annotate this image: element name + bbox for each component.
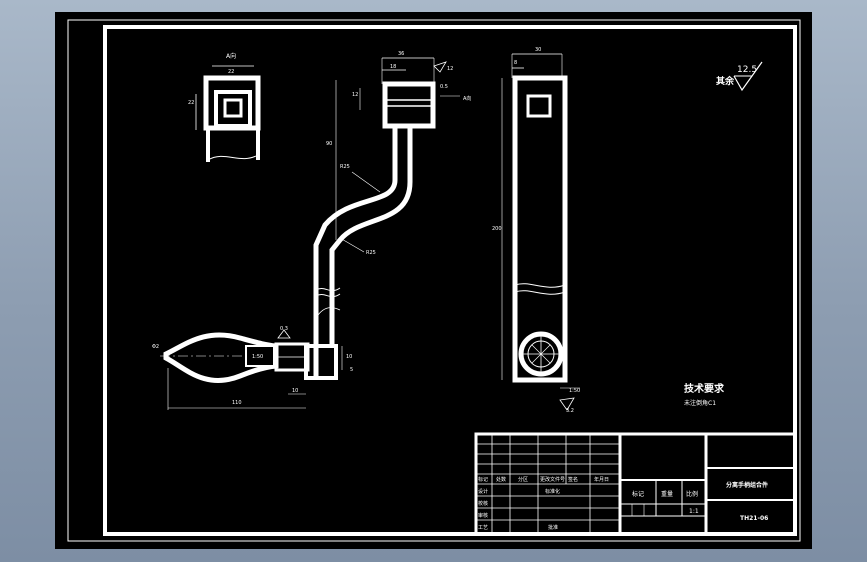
view-side: 30 8 200 1:50 3.2	[492, 47, 580, 414]
front-top-inner: 18	[390, 64, 396, 70]
tb-header-change: 更改文件号	[540, 476, 565, 483]
tb-row-process: 工艺	[478, 525, 488, 531]
roughness-note: 其余 12.5	[716, 61, 763, 92]
front-small-dim: 5	[350, 367, 353, 373]
technical-requirements: 技术要求 未注倒角C1	[684, 382, 725, 407]
tb-row-review: 审核	[478, 512, 488, 519]
title-block: 标记 处数 分区 更改文件号 签名 年月日 设计 校核 审核 工艺 标准化 批准…	[474, 432, 797, 536]
view-front: 36 18 12 0.5 A向 12 90 R25 R25 0.3	[152, 51, 471, 410]
section-a-width-dim: 22	[228, 69, 234, 75]
front-head-dim: 12	[352, 92, 358, 98]
tb-header-sign: 签名	[568, 476, 578, 483]
view-section-a: A向 22 22	[188, 52, 261, 162]
front-shaft-dim: 10	[346, 354, 352, 360]
side-top-offset: 8	[514, 60, 517, 66]
roughness-value: 12.5	[737, 65, 757, 75]
tb-scale-value: 1:1	[689, 508, 699, 515]
tb-row-check: 校核	[478, 500, 488, 507]
front-shaft-len: 10	[292, 388, 298, 394]
tb-weight-label: 重量	[661, 490, 673, 498]
front-vertical-dim: 90	[326, 141, 332, 147]
tb-drawing-number: TH21-06	[740, 515, 768, 522]
tb-standardization: 标准化	[545, 488, 560, 495]
tb-part-name: 分离手柄组合件	[726, 481, 768, 489]
front-knob-dia: Φ2	[152, 344, 159, 350]
side-bottom-note: 1:50	[569, 388, 580, 394]
side-height: 200	[492, 226, 502, 232]
outer-border	[67, 19, 801, 542]
front-top-width: 36	[398, 51, 404, 57]
front-radius-lower: R25	[366, 250, 376, 256]
tb-stage-label: 标记	[632, 490, 644, 498]
front-taper: 1:50	[252, 354, 263, 360]
section-a-label: A向	[226, 52, 236, 60]
front-view-a-label: A向	[463, 95, 471, 102]
tech-req-title: 技术要求	[684, 382, 725, 395]
tb-header-mark: 标记	[478, 476, 488, 483]
tb-approve: 批准	[548, 524, 558, 531]
tech-req-line1: 未注倒角C1	[684, 399, 716, 407]
tb-header-count: 处数	[496, 476, 506, 483]
tb-header-date: 年月日	[594, 476, 609, 483]
front-chamfer: 0.5	[440, 84, 448, 90]
front-top-height: 12	[447, 66, 453, 72]
tb-scale-label: 比例	[686, 490, 698, 498]
front-knob-length: 110	[232, 400, 242, 406]
side-top-width: 30	[535, 47, 541, 53]
section-a-height-dim: 22	[188, 100, 194, 106]
tb-header-zone: 分区	[518, 476, 528, 483]
front-end-dim: 0.3	[280, 326, 288, 332]
roughness-note-label: 其余	[716, 75, 735, 87]
inner-border	[103, 25, 797, 536]
side-roughness-bottom: 3.2	[566, 408, 574, 414]
tb-row-design: 设计	[478, 488, 488, 495]
front-radius-upper: R25	[340, 164, 350, 170]
